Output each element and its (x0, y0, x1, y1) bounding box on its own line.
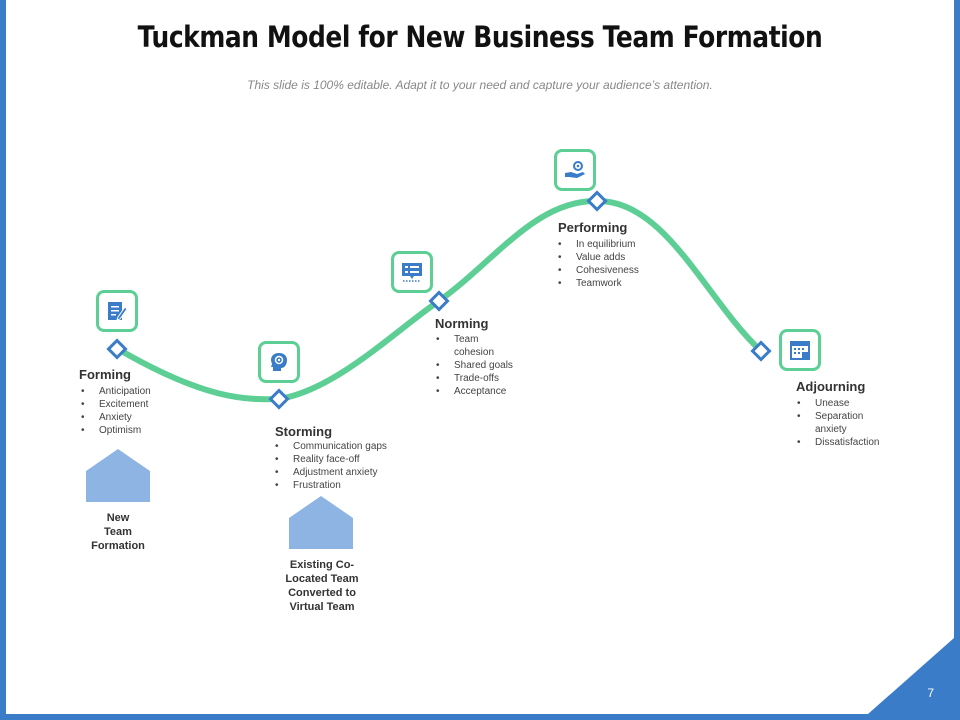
house-label-line: Existing Co- (289, 559, 355, 571)
forming-icon-box (96, 290, 138, 332)
house-label-line: Located Team (285, 573, 359, 585)
bullet-item: Acceptance (436, 385, 513, 398)
house-new-team (86, 449, 150, 502)
bullet-item: Dissatisfaction (797, 436, 879, 449)
presentation-board-icon (402, 263, 422, 282)
bullet-item: Team (436, 333, 513, 346)
bullet-item: Shared goals (436, 359, 513, 372)
house-existing-team (289, 496, 353, 549)
bullet-item: Value adds (558, 251, 639, 264)
stage-title-storming: Storming (275, 424, 333, 439)
bullet-item: Teamwork (558, 277, 639, 290)
bullet-item: Optimism (81, 424, 151, 437)
marker-storming (268, 388, 290, 410)
house-label-line: Virtual Team (289, 601, 355, 613)
bullet-item: Adjustment anxiety (275, 466, 387, 479)
bullets-forming: Anticipation Excitement Anxiety Optimism (81, 385, 151, 437)
calendar-icon (790, 341, 810, 360)
stage-title-performing: Performing (558, 220, 628, 235)
house-label-new-team: New Team Formation (68, 511, 168, 553)
bullet-item: anxiety (815, 424, 847, 435)
house-label-line: Team (104, 526, 132, 538)
head-gear-icon (271, 353, 287, 371)
house-label-line: New (106, 512, 130, 524)
stage-title-adjourning: Adjourning (796, 379, 866, 394)
bullet-item: Communication gaps (275, 440, 387, 453)
marker-forming (106, 338, 128, 360)
marker-adjourning (750, 340, 772, 362)
bullet-item: Anticipation (81, 385, 151, 398)
page-number: 7 (927, 686, 934, 700)
marker-norming (428, 290, 450, 312)
slide-title: Tuckman Model for New Business Team Form… (137, 20, 823, 54)
adjourning-icon-box (779, 329, 821, 371)
stage-title-forming: Forming (79, 367, 131, 382)
tuckman-curve (106, 190, 772, 410)
storming-icon-box (258, 341, 300, 383)
norming-icon-box (391, 251, 433, 293)
bullet-item: Cohesiveness (558, 264, 639, 277)
marker-performing (586, 190, 608, 212)
slide-canvas: Tuckman Model for New Business Team Form… (6, 0, 954, 714)
bullets-storming: Communication gaps Reality face-off Adju… (275, 440, 387, 492)
bullet-item: Separation (797, 410, 879, 423)
bullets-adjourning: Unease Separation anxiety Dissatisfactio… (797, 397, 879, 449)
hand-gear-icon (565, 161, 585, 178)
bullet-item: Reality face-off (275, 453, 387, 466)
house-label-line: Converted to (288, 587, 356, 599)
slide-subtitle: This slide is 100% editable. Adapt it to… (247, 78, 713, 92)
bullet-item: Anxiety (81, 411, 151, 424)
stage-title-norming: Norming (435, 316, 489, 331)
bullet-item: Frustration (275, 479, 387, 492)
bullet-item: Excitement (81, 398, 151, 411)
document-edit-icon (108, 302, 128, 321)
house-label-existing-team: Existing Co- Located Team Converted to V… (262, 558, 382, 614)
bullet-item: cohesion (454, 347, 495, 358)
performing-icon-box (554, 149, 596, 191)
corner-decoration (868, 638, 954, 714)
house-label-line: Formation (91, 540, 145, 552)
bullet-item: In equilibrium (558, 238, 639, 251)
bullets-performing: In equilibrium Value adds Cohesiveness T… (558, 238, 639, 290)
bullet-item: Trade-offs (436, 372, 513, 385)
bullets-norming: Team cohesion Shared goals Trade-offs Ac… (436, 333, 513, 398)
bullet-item: Unease (797, 397, 879, 410)
